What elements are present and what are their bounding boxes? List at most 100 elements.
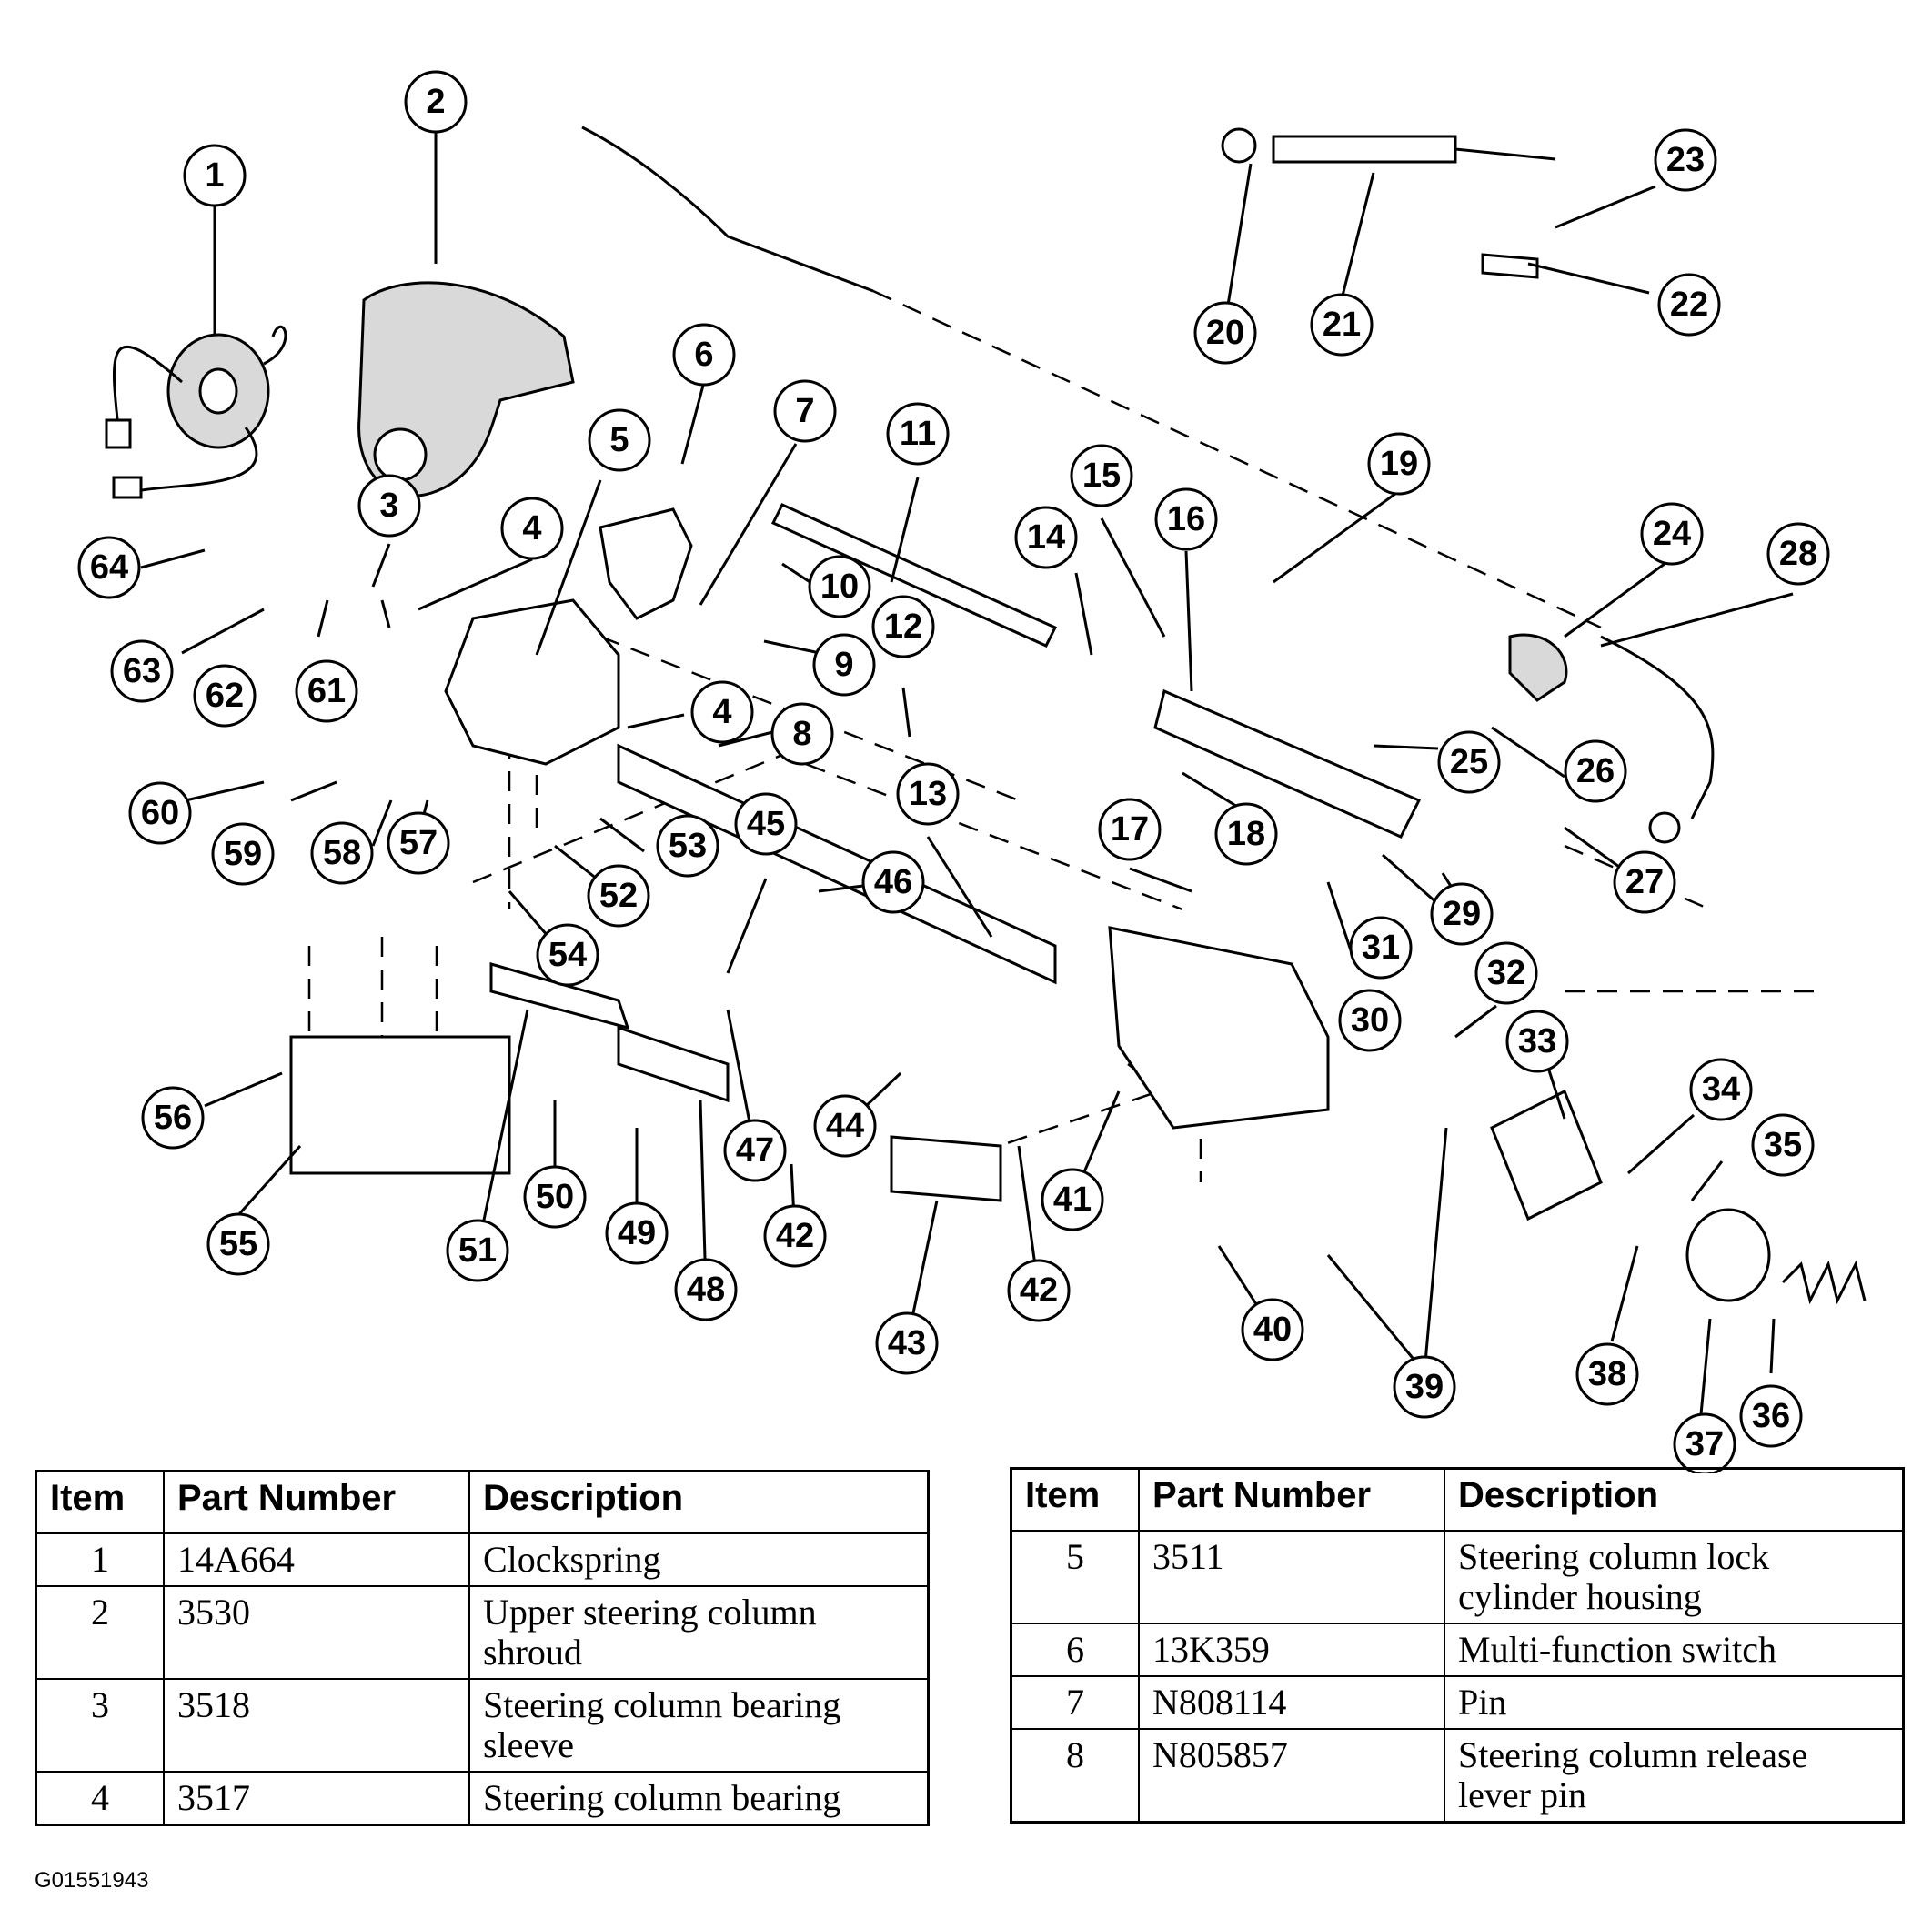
svg-text:35: 35 — [1764, 1126, 1802, 1164]
row-part-number: 3517 — [163, 1771, 470, 1826]
table-row: 5 3511 Steering column lock cylinder hou… — [1010, 1530, 1905, 1624]
callout-23: 23 — [1654, 128, 1717, 192]
tilt-lever-part — [1481, 253, 1539, 279]
svg-text:40: 40 — [1253, 1311, 1292, 1349]
table-row: 1 14A664 Clockspring — [35, 1532, 930, 1587]
mounting-bracket-part — [289, 1035, 511, 1175]
row-item: 7 — [1010, 1675, 1140, 1730]
table-header-row: Item Part Number Description — [1010, 1467, 1905, 1532]
callout-16: 16 — [1154, 487, 1218, 551]
header-part-number: Part Number — [163, 1470, 470, 1534]
svg-text:26: 26 — [1576, 752, 1615, 790]
svg-text:48: 48 — [687, 1271, 725, 1309]
svg-text:56: 56 — [154, 1099, 192, 1137]
callout-25: 25 — [1437, 730, 1501, 794]
row-part-number: N808114 — [1138, 1675, 1445, 1730]
row-item: 3 — [35, 1678, 165, 1773]
callout-53: 53 — [656, 814, 719, 878]
svg-text:5: 5 — [609, 421, 629, 459]
row-item: 4 — [35, 1771, 165, 1826]
part-shapes — [105, 126, 1867, 1305]
svg-text:50: 50 — [536, 1178, 574, 1216]
svg-text:57: 57 — [399, 824, 438, 862]
svg-text:33: 33 — [1518, 1022, 1556, 1060]
svg-text:7: 7 — [795, 392, 814, 430]
svg-text:61: 61 — [307, 672, 346, 710]
callout-45: 45 — [734, 792, 798, 856]
table-header-row: Item Part Number Description — [35, 1470, 930, 1534]
callout-19: 19 — [1367, 432, 1431, 496]
module-part — [890, 1135, 1002, 1202]
callout-34: 34 — [1689, 1058, 1753, 1121]
callout-48: 48 — [674, 1258, 738, 1321]
row-part-number: 3530 — [163, 1585, 470, 1680]
callout-55: 55 — [206, 1212, 270, 1276]
row-description: Steering column bearing — [468, 1771, 930, 1826]
svg-text:32: 32 — [1487, 954, 1525, 992]
callout-35: 35 — [1751, 1113, 1815, 1177]
callout-33: 33 — [1505, 1010, 1569, 1073]
spring-part — [1781, 1260, 1867, 1305]
table-row: 3 3518 Steering column bearing sleeve — [35, 1678, 930, 1773]
row-part-number: N805857 — [1138, 1728, 1445, 1824]
callout-64: 64 — [77, 536, 141, 599]
callout-62: 62 — [193, 664, 257, 728]
clockspring-part — [105, 325, 287, 499]
row-description: Multi-function switch — [1444, 1623, 1905, 1677]
callout-4: 4 — [500, 497, 564, 560]
svg-text:19: 19 — [1380, 445, 1418, 483]
svg-text:14: 14 — [1027, 518, 1065, 557]
callout-40: 40 — [1241, 1298, 1304, 1361]
svg-text:37: 37 — [1685, 1425, 1724, 1463]
callout-2: 2 — [404, 70, 468, 134]
callout-18: 18 — [1214, 802, 1278, 866]
callout-63: 63 — [110, 639, 174, 703]
callout-61: 61 — [295, 659, 358, 723]
row-part-number: 14A664 — [163, 1532, 470, 1587]
callout-10: 10 — [808, 555, 871, 618]
multifunction-switch-part — [599, 507, 693, 620]
svg-text:1: 1 — [205, 156, 224, 195]
callout-21: 21 — [1310, 293, 1374, 357]
svg-text:3: 3 — [379, 487, 398, 525]
callout-8: 8 — [770, 702, 834, 766]
svg-text:46: 46 — [874, 863, 912, 901]
svg-text:28: 28 — [1779, 535, 1817, 573]
callout-56: 56 — [141, 1086, 205, 1150]
callout-42b: 42 — [1007, 1259, 1071, 1322]
svg-text:42: 42 — [1020, 1271, 1058, 1310]
svg-text:38: 38 — [1588, 1355, 1626, 1393]
svg-text:63: 63 — [123, 652, 161, 690]
callout-12: 12 — [871, 595, 935, 658]
svg-text:29: 29 — [1443, 895, 1481, 933]
svg-text:31: 31 — [1362, 929, 1400, 967]
callout-28: 28 — [1766, 522, 1830, 586]
callout-42: 42 — [763, 1204, 827, 1268]
row-item: 6 — [1010, 1623, 1140, 1677]
svg-text:47: 47 — [736, 1131, 774, 1170]
callout-57: 57 — [387, 811, 450, 875]
callout-38: 38 — [1575, 1342, 1639, 1406]
svg-text:20: 20 — [1206, 314, 1244, 352]
svg-text:4: 4 — [712, 693, 731, 731]
callout-22: 22 — [1657, 273, 1721, 337]
row-description: Upper steering column shroud — [468, 1585, 930, 1680]
callout-47: 47 — [723, 1119, 787, 1182]
callout-7: 7 — [773, 379, 837, 443]
row-description: Steering column release lever pin — [1444, 1728, 1905, 1824]
row-item: 1 — [35, 1532, 165, 1587]
svg-text:54: 54 — [548, 936, 587, 974]
svg-text:9: 9 — [834, 646, 853, 684]
row-part-number: 3518 — [163, 1678, 470, 1773]
row-part-number: 3511 — [1138, 1530, 1445, 1624]
table-row: 7 N808114 Pin — [1010, 1675, 1905, 1730]
svg-text:21: 21 — [1323, 306, 1361, 344]
svg-text:41: 41 — [1053, 1181, 1092, 1219]
header-item: Item — [35, 1470, 165, 1534]
column-housing-part — [1108, 926, 1330, 1130]
row-item: 5 — [1010, 1530, 1140, 1624]
steering-shaft-part — [770, 503, 1058, 648]
callout-30: 30 — [1338, 989, 1402, 1052]
row-part-number: 13K359 — [1138, 1623, 1445, 1677]
callout-49: 49 — [605, 1201, 669, 1265]
